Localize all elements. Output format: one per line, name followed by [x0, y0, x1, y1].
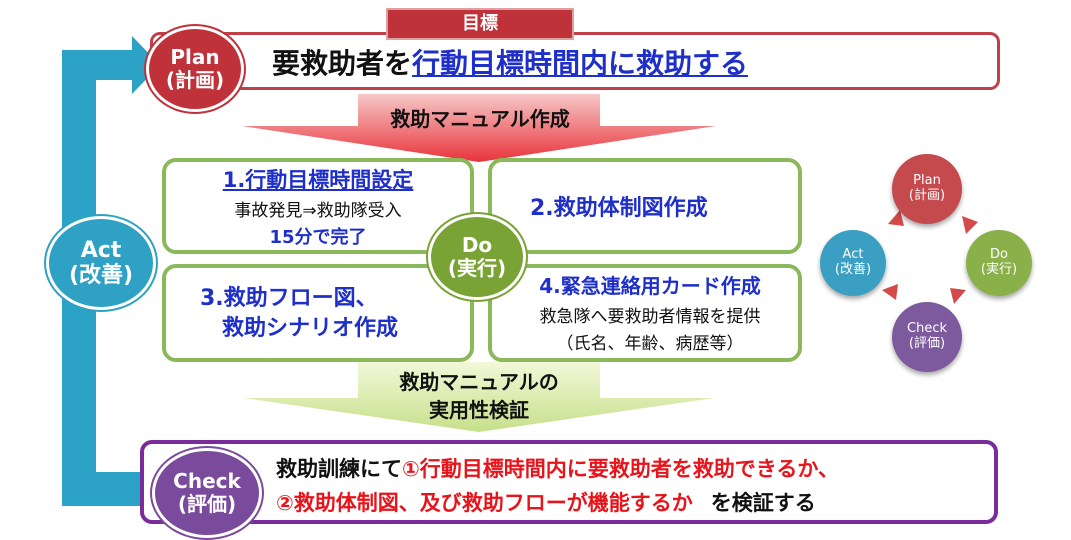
- check-sub-label: (評価): [177, 492, 237, 516]
- check-label: Check: [173, 469, 241, 493]
- plan-label: Plan: [170, 45, 220, 69]
- cycle-act-label: Act: [842, 247, 864, 263]
- cycle-do-jp: (実行): [980, 262, 1018, 277]
- do-circle: Do (実行): [428, 214, 526, 300]
- cycle-plan-circle: Plan (計画): [892, 154, 962, 224]
- check-circle: Check (評価): [152, 448, 262, 538]
- plan-goal-prefix: 要救助者を: [272, 47, 413, 80]
- cycle-plan-jp: (計画): [908, 188, 946, 203]
- manual-label: 救助マニュアル作成: [390, 107, 570, 131]
- cycle-do-label: Do: [990, 247, 1008, 263]
- do-box-4-text: 4.緊急連絡用カード作成 救急隊へ要救助者情報を提供 （氏名、年齢、病歴等）: [500, 270, 800, 354]
- do-box-3: [162, 264, 474, 362]
- box1-line2: 事故発見⇒救助隊受入: [234, 201, 402, 221]
- box4-title: 4.緊急連絡用カード作成: [539, 274, 761, 298]
- box3-line1: 3.救助フロー図、: [200, 286, 378, 311]
- plan-goal-link[interactable]: 行動目標時間内に救助する: [412, 47, 749, 80]
- box1-title: 1.行動目標時間設定: [222, 168, 414, 192]
- act-label: Act: [80, 237, 122, 263]
- check-line1-red: ①行動目標時間内に要救助者を救助できるか、: [402, 457, 839, 481]
- cycle-plan-label: Plan: [913, 173, 941, 189]
- plan-goal-text: 要救助者を行動目標時間内に救助する: [272, 42, 748, 82]
- act-sub-label: (改善): [68, 263, 134, 288]
- do-sub-label: (実行): [447, 256, 507, 280]
- box1-line3: 15分で完了: [269, 227, 367, 248]
- verify-label: 救助マニュアルの 実用性検証: [358, 368, 600, 424]
- box4-line2: 救急隊へ要救助者情報を提供: [539, 307, 761, 327]
- check-line2-red: ②救助体制図、及び救助フローが機能するか: [276, 491, 693, 515]
- cycle-act-jp: (改善): [834, 262, 872, 277]
- act-circle: Act (改善): [46, 216, 156, 310]
- goal-tag-label: 目標: [462, 13, 498, 34]
- box2-title: 2.救助体制図作成: [530, 196, 708, 221]
- do-box-4: [488, 264, 802, 362]
- do-label: Do: [461, 233, 493, 257]
- verify-line1: 救助マニュアルの: [399, 370, 559, 394]
- do-box-3-text: 3.救助フロー図、 救助シナリオ作成: [200, 284, 398, 344]
- verify-line2: 実用性検証: [429, 398, 529, 422]
- check-text: 救助訓練にて①行動目標時間内に要救助者を救助できるか、 ②救助体制図、及び救助フ…: [276, 452, 839, 520]
- plan-sub-label: (計画): [165, 68, 225, 92]
- goal-tag: 目標: [386, 8, 574, 40]
- cycle-check-circle: Check (評価): [892, 302, 962, 372]
- do-box-1: [162, 158, 474, 254]
- cycle-act-circle: Act (改善): [820, 230, 886, 296]
- do-box-1-text: 1.行動目標時間設定 事故発見⇒救助隊受入 15分で完了: [166, 164, 470, 249]
- check-line1-prefix: 救助訓練にて: [276, 457, 402, 481]
- cycle-do-circle: Do (実行): [966, 230, 1032, 296]
- check-box: [140, 440, 998, 524]
- box3-line2: 救助シナリオ作成: [222, 316, 399, 341]
- check-line2-suffix: を検証する: [710, 491, 816, 515]
- box4-line3: （氏名、年齢、病歴等）: [556, 334, 744, 354]
- cycle-check-label: Check: [907, 321, 947, 337]
- plan-circle: Plan (計画): [146, 26, 244, 112]
- cycle-check-jp: (評価): [908, 336, 946, 351]
- do-box-2: [488, 158, 802, 254]
